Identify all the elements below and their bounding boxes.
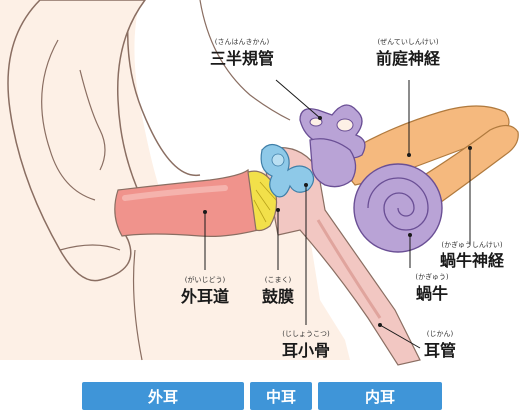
- middle-ear-bar: 中耳: [250, 382, 312, 410]
- ear-canal-ruby: (がいじどう): [185, 275, 226, 284]
- outer-ear-bar: 外耳: [82, 382, 244, 410]
- outer-ear-label: 外耳: [148, 386, 178, 407]
- middle-ear-label: 中耳: [266, 386, 296, 407]
- ossicles-label: 耳小骨: [282, 341, 330, 360]
- cochlea-shape: [354, 164, 442, 252]
- canal-hole-1: [337, 119, 353, 131]
- eardrum-ruby: (こまく): [265, 276, 292, 284]
- cochlea-label: 蝸牛: [416, 284, 448, 303]
- semicircular-canals-label: 三半規管: [210, 49, 274, 68]
- vestibular-nerve-ruby: (ぜんていしんけい): [377, 38, 438, 46]
- eustachian-tube-ruby: (じかん): [427, 330, 454, 338]
- cochlear-nerve-label: 蝸牛神経: [440, 251, 505, 270]
- ear-canal-label: 外耳道: [180, 287, 229, 306]
- cochlear-nerve-ruby: (かぎゅうしんけい): [441, 240, 503, 249]
- inner-ear-label: 内耳: [365, 386, 395, 407]
- semicircular-canals-ruby: (さんはんきかん): [215, 38, 270, 46]
- cochlea-ruby: (かぎゅう): [415, 272, 449, 281]
- eustachian-tube-label: 耳管: [424, 341, 456, 360]
- inner-ear-bar: 内耳: [318, 382, 442, 410]
- ossicles-ruby: (じしょうこつ): [282, 330, 330, 338]
- eardrum-label: 鼓膜: [262, 287, 294, 306]
- vestibular-nerve-label: 前庭神経: [376, 49, 441, 68]
